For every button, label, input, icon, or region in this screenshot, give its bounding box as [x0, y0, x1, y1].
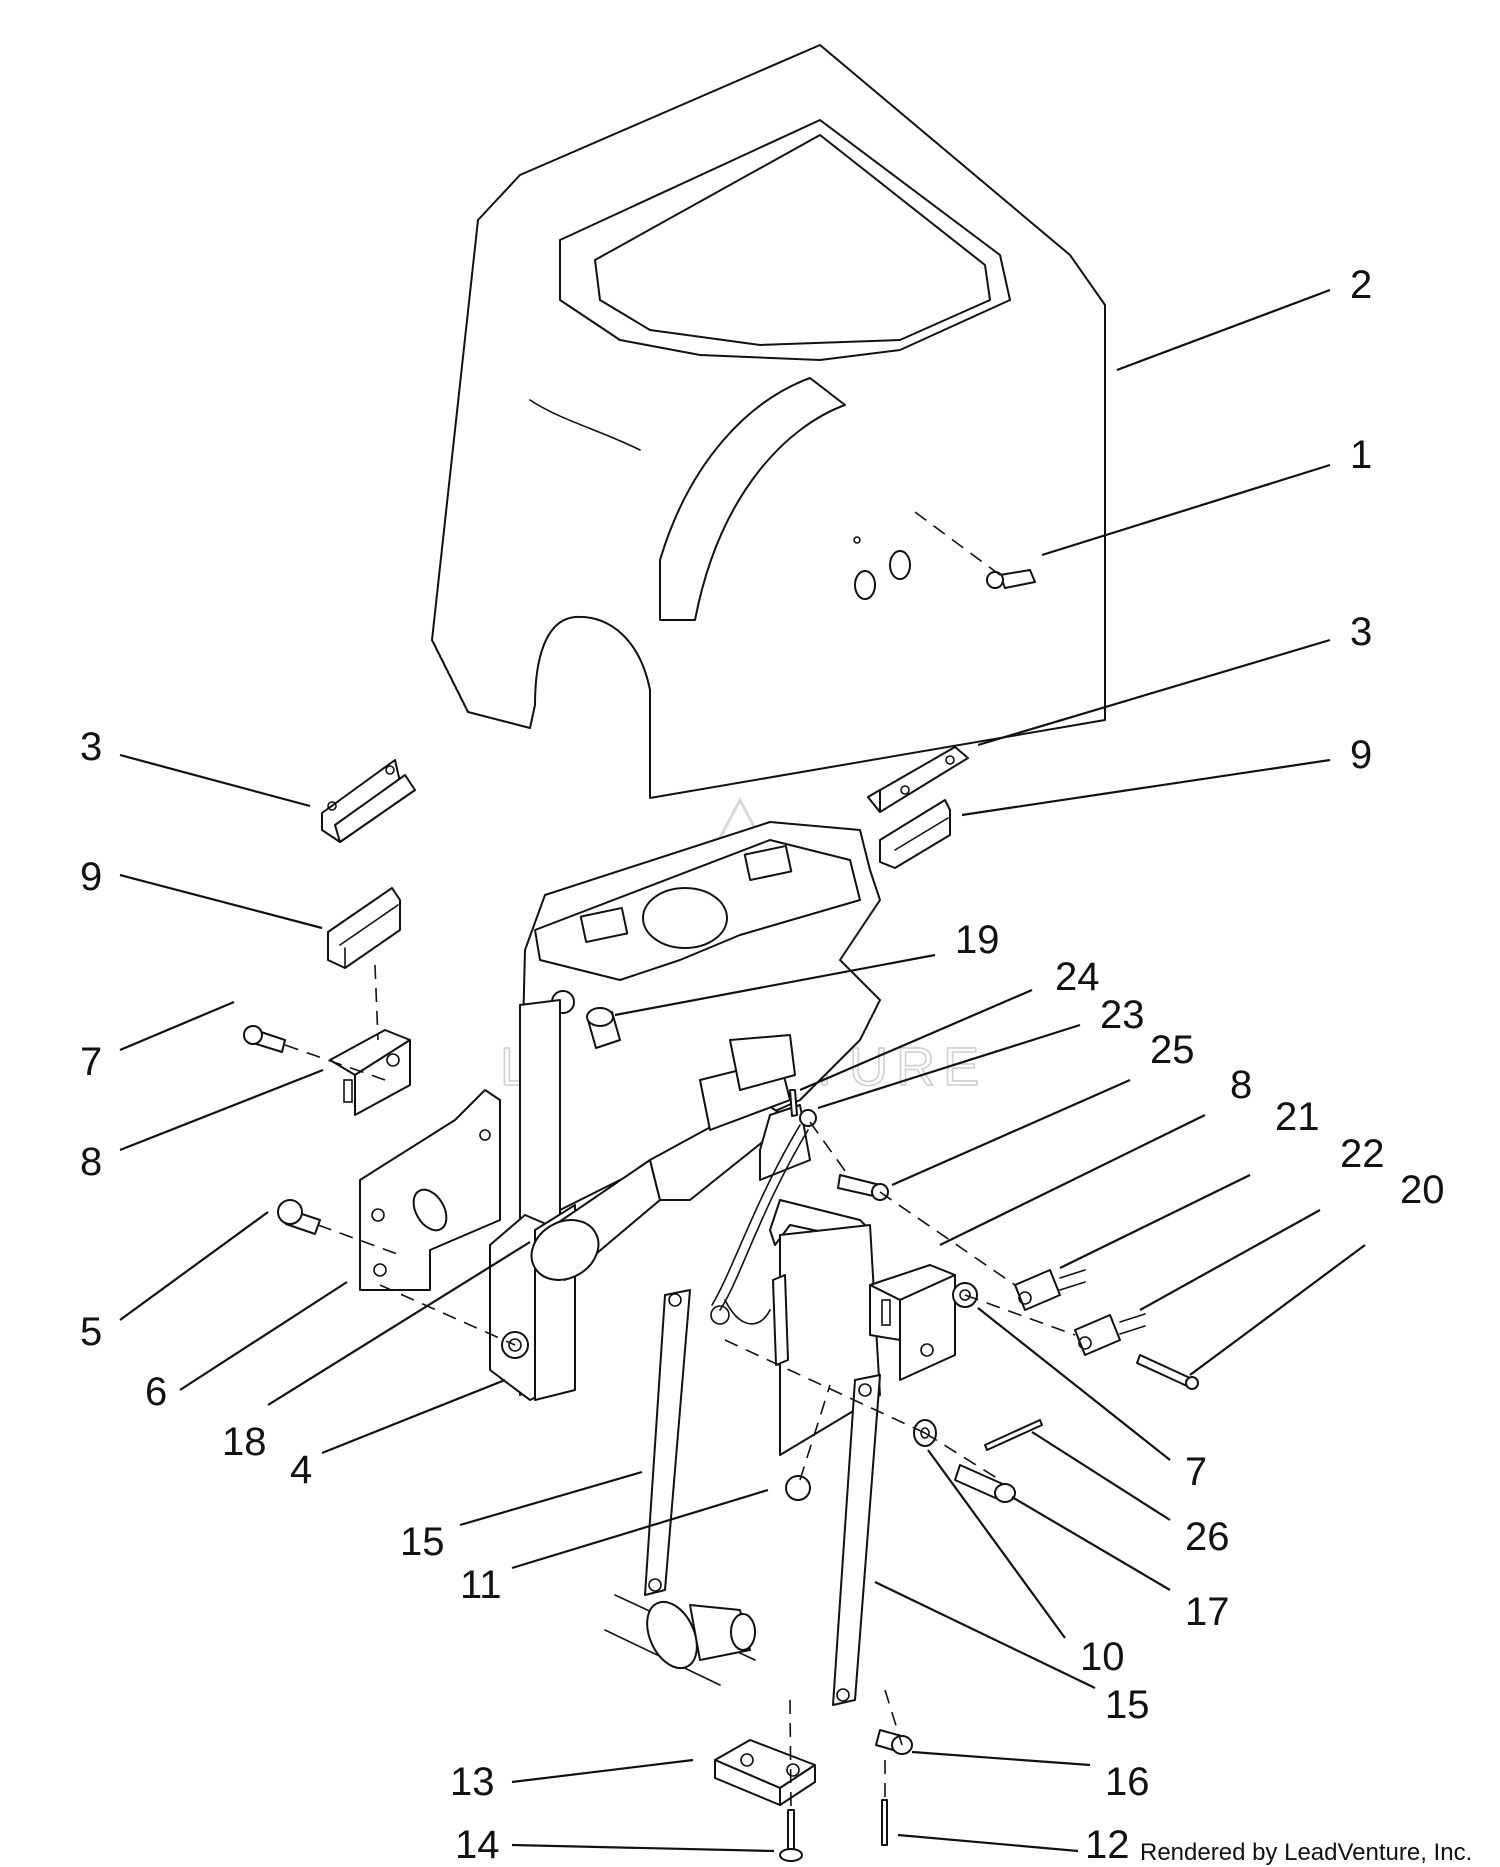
callout-14: 14	[455, 1823, 500, 1867]
control-plate	[519, 821, 881, 1211]
callout-13: 13	[450, 1760, 495, 1804]
render-credit: Rendered by LeadVenture, Inc.	[1140, 1839, 1472, 1866]
callout-9-left: 9	[80, 855, 102, 899]
link-right	[832, 1374, 881, 1706]
callout-15-right: 15	[1105, 1683, 1150, 1727]
callout-12: 12	[1085, 1823, 1130, 1867]
callout-18: 18	[222, 1420, 267, 1464]
callout-15-left: 15	[400, 1520, 445, 1564]
callout-24: 24	[1055, 955, 1100, 999]
callout-10: 10	[1080, 1635, 1125, 1679]
callout-labels: 2 1 3 9 3 9 19 24 23 25 8 21 22 20 7 8 5…	[80, 263, 1445, 1867]
callout-4: 4	[290, 1448, 312, 1492]
left-angle-bracket	[329, 1029, 411, 1116]
callout-3-right: 3	[1350, 610, 1372, 654]
mount-plate	[359, 1089, 501, 1291]
callout-21: 21	[1275, 1095, 1320, 1139]
callout-26: 26	[1185, 1515, 1230, 1559]
callout-1: 1	[1350, 433, 1372, 477]
control-lever	[530, 1034, 796, 1281]
callout-8-left: 8	[80, 1140, 102, 1184]
callout-25: 25	[1150, 1028, 1195, 1072]
left-bracket-3	[321, 759, 416, 843]
callout-5: 5	[80, 1310, 102, 1354]
callout-7-left: 7	[80, 1040, 102, 1084]
callout-6: 6	[145, 1370, 167, 1414]
right-spacer-9	[879, 799, 951, 869]
callout-8-right: 8	[1230, 1063, 1252, 1107]
callout-23: 23	[1100, 993, 1145, 1037]
console-shroud	[431, 44, 1106, 799]
callout-9-right: 9	[1350, 733, 1372, 777]
callout-19: 19	[955, 918, 1000, 962]
right-bracket-3	[867, 746, 969, 813]
right-angle-bracket	[869, 1264, 956, 1381]
assembly-lines	[284, 511, 1076, 1811]
leader-lines	[119, 288, 1366, 1853]
left-spacer-9	[327, 887, 401, 969]
callout-7-right: 7	[1185, 1450, 1207, 1494]
callout-17: 17	[1185, 1590, 1230, 1634]
callout-22: 22	[1340, 1132, 1385, 1176]
pivot-shaft	[604, 1594, 756, 1686]
callout-11: 11	[460, 1563, 502, 1607]
callout-20: 20	[1400, 1168, 1445, 1212]
callout-16: 16	[1105, 1760, 1150, 1804]
callout-3-left: 3	[80, 725, 102, 769]
callout-2: 2	[1350, 263, 1372, 307]
link-left	[644, 1289, 691, 1596]
